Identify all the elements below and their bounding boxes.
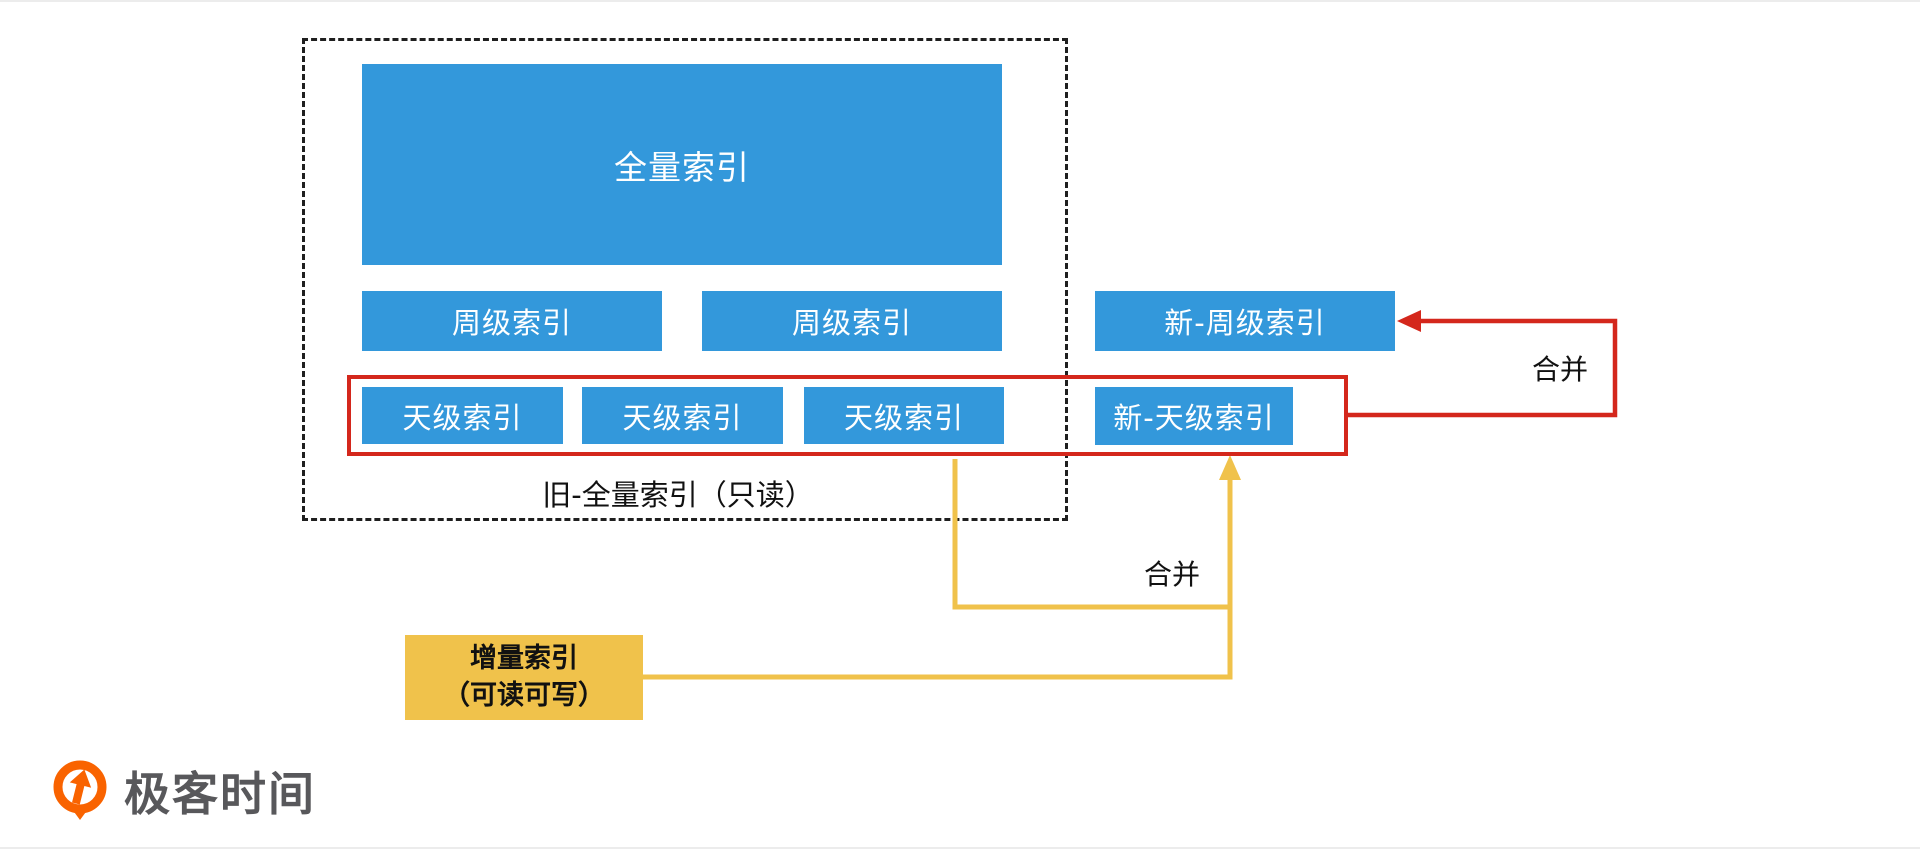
merge-label-red: 合并 bbox=[1531, 353, 1588, 386]
day-index-box-1: 天级索引 bbox=[362, 387, 563, 444]
incremental-index-line1: 增量索引 bbox=[470, 643, 578, 675]
geektime-logo-icon bbox=[53, 760, 107, 820]
merge-label-yellow: 合并 bbox=[1143, 558, 1200, 591]
full-index-box: 全量索引 bbox=[362, 64, 1002, 265]
day-index-box-2: 天级索引 bbox=[582, 387, 783, 444]
week-index-box-2: 周级索引 bbox=[702, 291, 1002, 351]
incremental-index-line2: （可读可写） bbox=[443, 679, 605, 711]
day-level-highlight-rect bbox=[347, 375, 1348, 456]
incremental-index-box: 增量索引 （可读可写） bbox=[405, 635, 643, 720]
day-index-box-3: 天级索引 bbox=[804, 387, 1004, 444]
new-week-index-box: 新-周级索引 bbox=[1095, 291, 1395, 351]
geektime-logo-text: 极客时间 bbox=[124, 767, 316, 821]
new-day-index-box: 新-天级索引 bbox=[1095, 387, 1293, 445]
week-index-box-1: 周级索引 bbox=[362, 291, 662, 351]
geektime-logo: 极客时间 bbox=[50, 758, 316, 824]
old-full-index-label: 旧-全量索引（只读） bbox=[542, 478, 814, 512]
